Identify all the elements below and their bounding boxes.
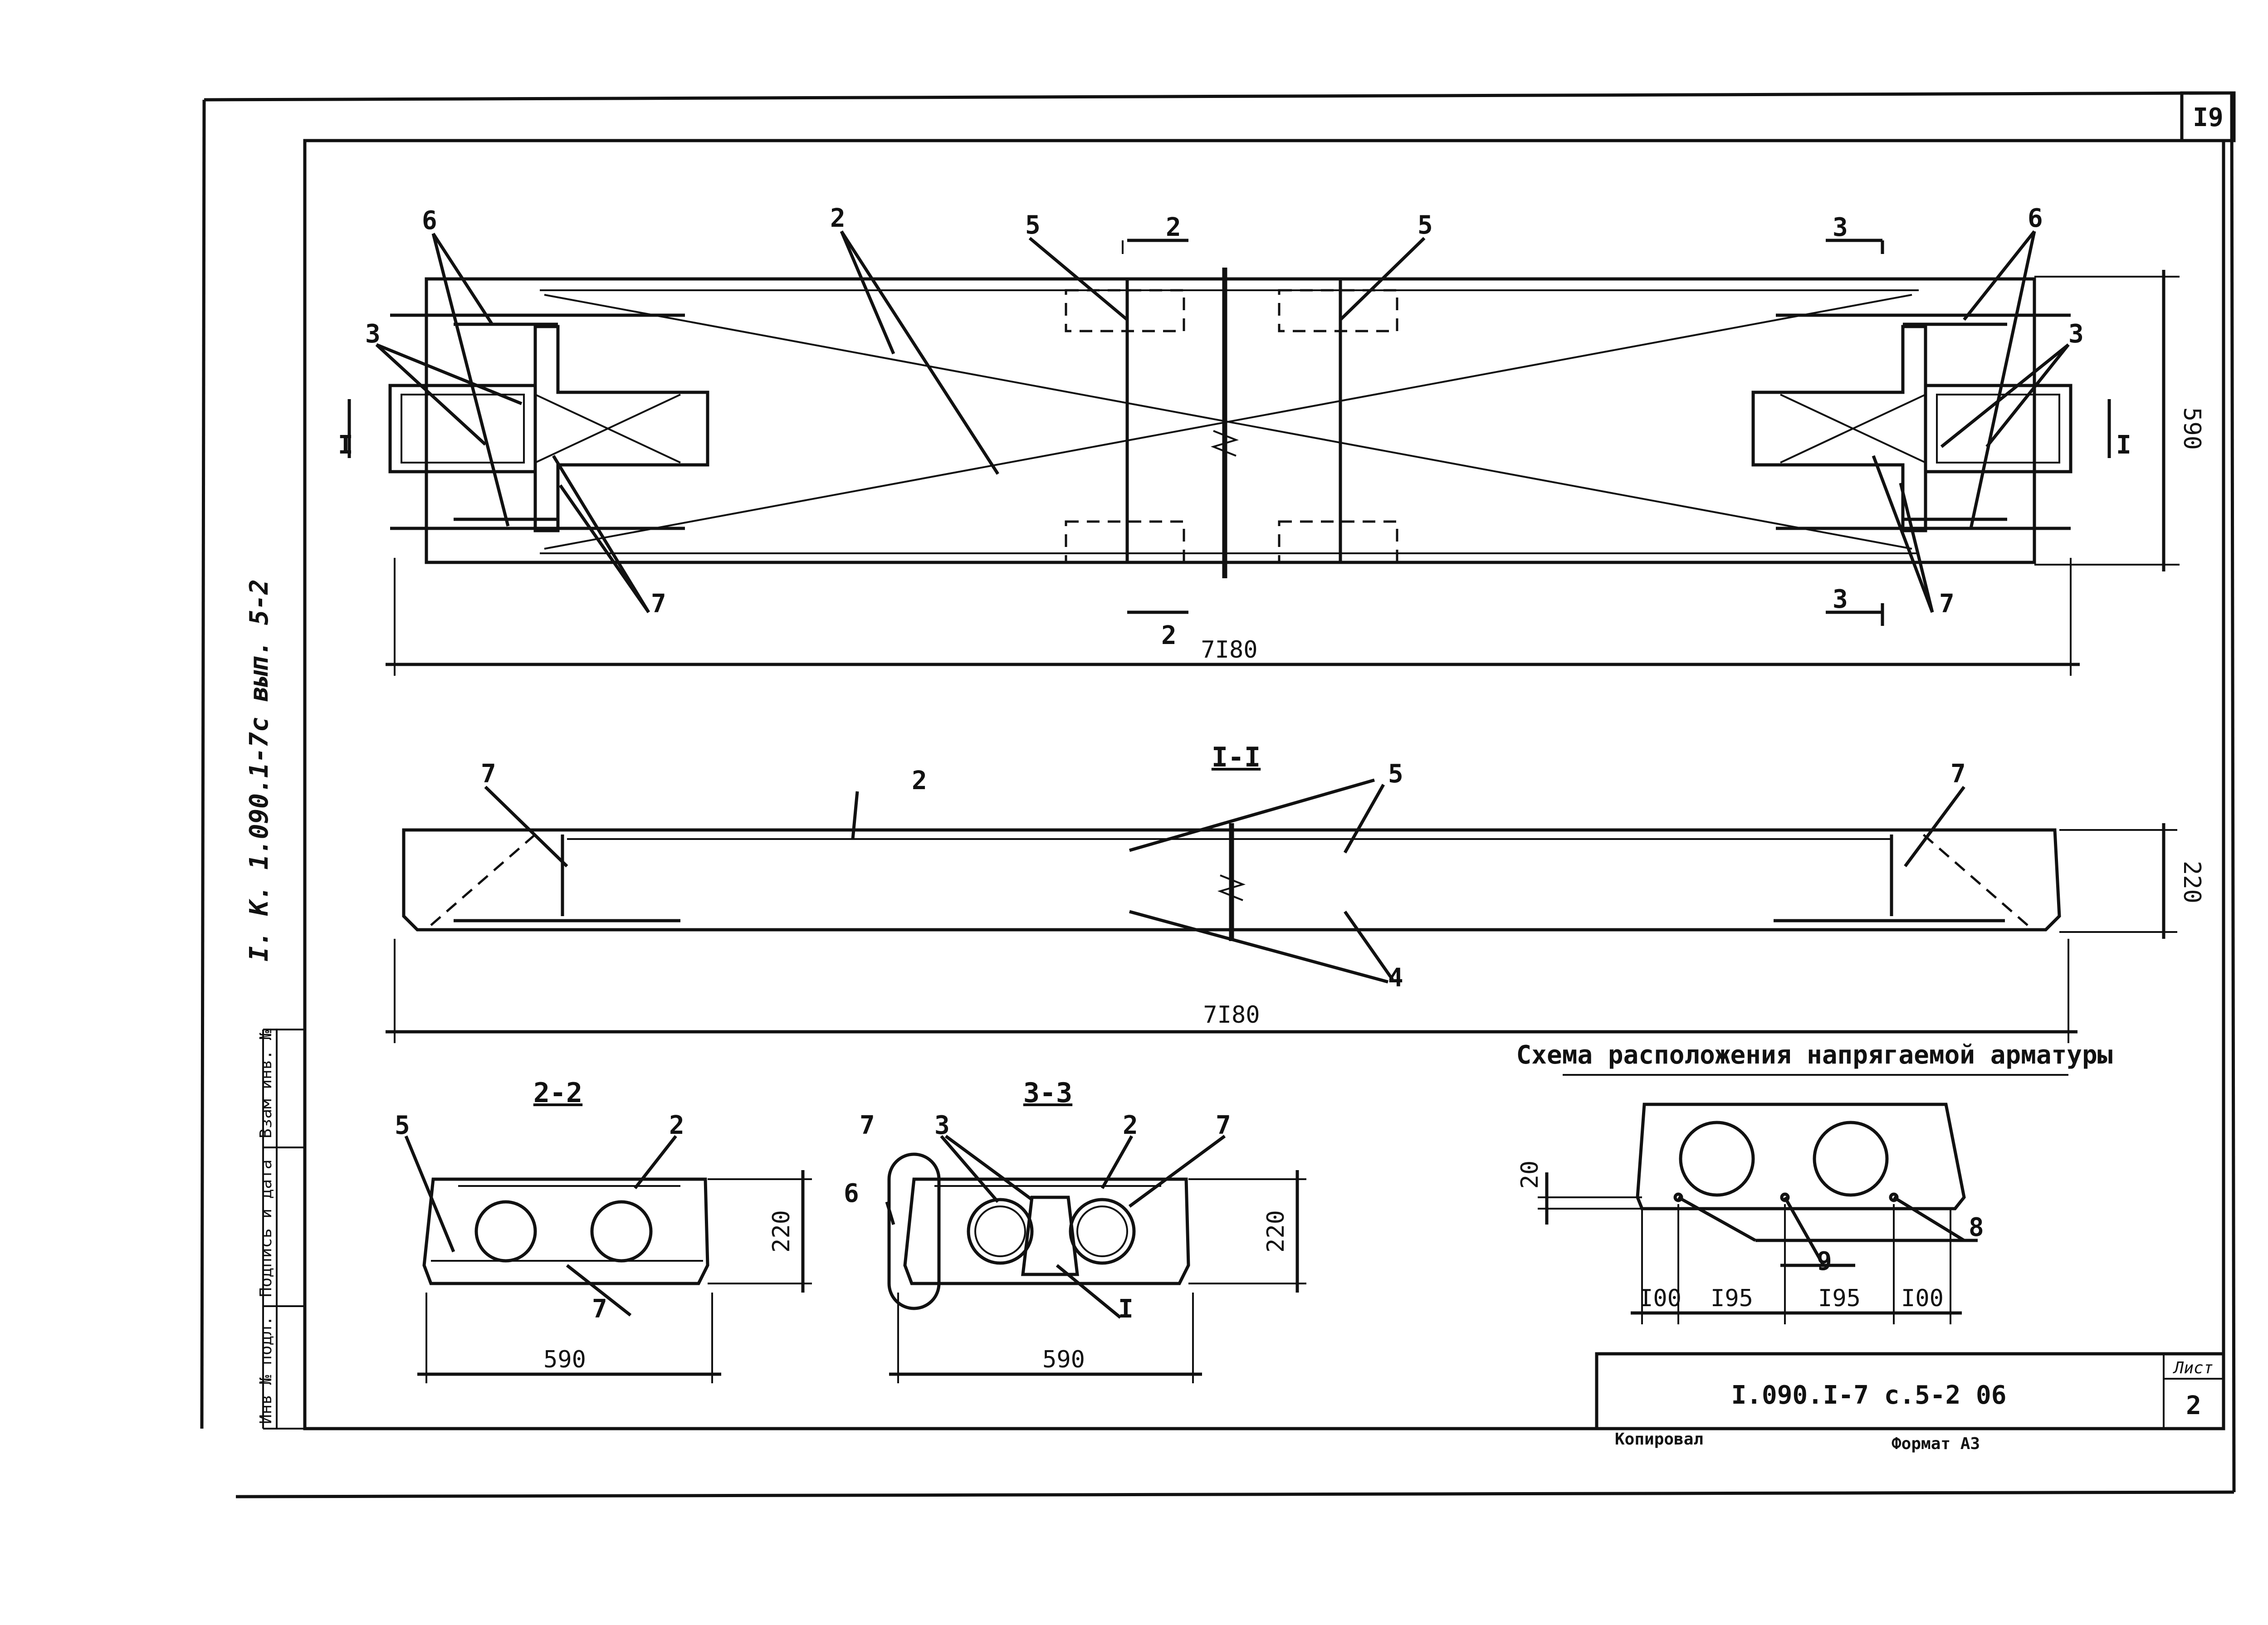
section-2-2-label-2: 2 (669, 1111, 684, 1140)
section-3-3-label-7: 7 (1216, 1111, 1231, 1140)
plan-label-2: 2 (830, 204, 846, 233)
format-label: Формат А3 (1892, 1435, 1980, 1453)
section-mark-1: I (2116, 430, 2131, 460)
elevation-label-4: 4 (1388, 963, 1403, 993)
sheet-label: Лист (2173, 1359, 2214, 1377)
section-3-3-label-7: 7 (860, 1111, 875, 1140)
scheme-dimension: I00 (1901, 1285, 1944, 1312)
side-column-label: Взам инв. № (257, 1030, 275, 1138)
section-mark-3: 3 (1833, 213, 1848, 242)
elevation-view (386, 778, 2177, 1043)
section-3-3-label-2: 2 (1123, 1111, 1138, 1140)
scheme-cover-dimension: 20 (1516, 1161, 1544, 1189)
plan-label-5: 5 (1418, 210, 1433, 240)
section-3-3-label-6: 6 (844, 1179, 859, 1208)
plan-label-6: 6 (2028, 204, 2043, 233)
section-mark-3: 3 (1833, 585, 1848, 614)
section-3-3-label-3: 3 (934, 1111, 950, 1140)
section-2-2-label-5: 5 (395, 1111, 410, 1140)
plan-length-dimension: 7I80 (1201, 636, 1257, 664)
copied-label: Копировал (1615, 1430, 1703, 1449)
section-2-2-width-dimension: 590 (543, 1346, 586, 1373)
section-mark-2: 2 (1161, 621, 1177, 650)
stamp-code: I.090.I-7 с.5-2 06 (1731, 1381, 2007, 1410)
elevation-label-2: 2 (912, 766, 927, 795)
plan-label-7: 7 (1939, 589, 1955, 619)
plan-label-3: 3 (2068, 319, 2084, 349)
section-3-3-label-1: I (1118, 1294, 1134, 1324)
section-3-3-title: 3-3 (1023, 1077, 1072, 1109)
section-3-3-width-dimension: 590 (1042, 1346, 1085, 1373)
scheme-dimension: I00 (1639, 1285, 1681, 1312)
section-2-2-label-7: 7 (592, 1294, 607, 1324)
section-2-2 (404, 1135, 812, 1383)
plan-label-3: 3 (365, 319, 381, 349)
elevation-height-dimension: 220 (2178, 861, 2205, 903)
scheme-label-9: 9 (1817, 1247, 1832, 1276)
page-number: I9 (2193, 103, 2223, 132)
scheme-label-8: 8 (1969, 1213, 1984, 1242)
side-column-label: Инв № подл. (257, 1316, 275, 1424)
plan-view (347, 230, 2180, 676)
elevation-label-7: 7 (481, 759, 496, 789)
scheme-dimension: I95 (1711, 1285, 1753, 1312)
side-reference: I. К. 1.090.1-7с вып. 5-2 (244, 579, 274, 961)
elevation-length-dimension: 7I80 (1203, 1001, 1260, 1029)
side-column-label: Подпись и дата (257, 1160, 275, 1297)
section-mark-2: 2 (1166, 213, 1181, 242)
plan-label-6: 6 (422, 206, 437, 235)
plan-label-7: 7 (651, 589, 666, 619)
scheme-title: Схема расположения напрягаемой арматуры (1516, 1040, 2113, 1070)
sheet-frame (200, 91, 2236, 1498)
sheet-number: 2 (2186, 1391, 2201, 1420)
elevation-title: I-I (1212, 742, 1261, 773)
prestress-scheme (1538, 1074, 2068, 1324)
elevation-label-7: 7 (1950, 759, 1966, 789)
plan-width-dimension: 590 (2178, 407, 2205, 450)
section-3-3 (885, 1135, 1306, 1383)
section-mark-1: I (338, 430, 353, 460)
plan-label-5: 5 (1025, 210, 1041, 240)
section-2-2-height-dimension: 220 (768, 1210, 795, 1253)
scheme-dimension: I95 (1818, 1285, 1861, 1312)
elevation-label-5: 5 (1388, 759, 1403, 789)
section-2-2-title: 2-2 (533, 1077, 582, 1109)
section-3-3-height-dimension: 220 (1262, 1210, 1290, 1253)
